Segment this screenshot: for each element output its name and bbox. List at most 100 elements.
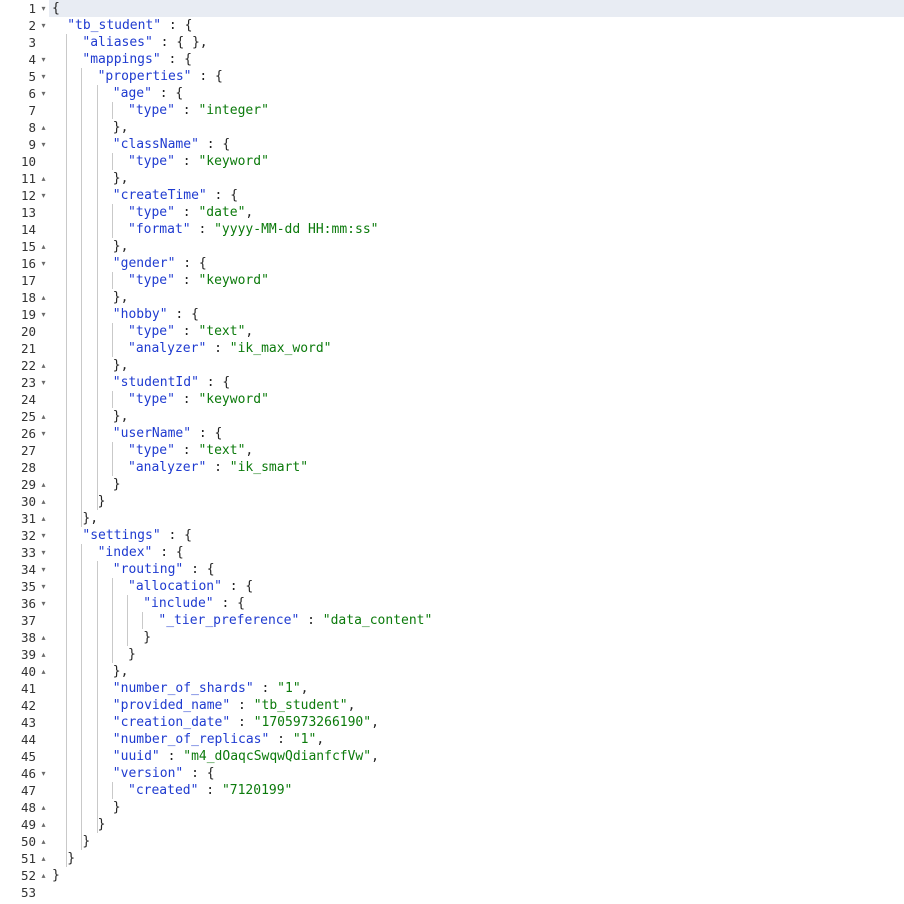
- code-line[interactable]: "createTime" : {: [113, 187, 238, 204]
- code-line[interactable]: }: [98, 493, 106, 510]
- code-line[interactable]: }: [143, 629, 151, 646]
- code-line[interactable]: "analyzer" : "ik_max_word": [128, 340, 332, 357]
- json-key: "provided_name": [112, 698, 231, 713]
- code-area[interactable]: { "tb_student" : {"aliases" : { },"mappin…: [49, 0, 904, 904]
- fold-arrow-up-icon[interactable]: ▴: [41, 871, 46, 880]
- code-line[interactable]: "mappings" : {: [82, 51, 192, 68]
- line-number: 38: [20, 630, 36, 645]
- code-line[interactable]: }: [82, 833, 90, 850]
- fold-arrow-up-icon[interactable]: ▴: [41, 497, 46, 506]
- fold-arrow-down-icon[interactable]: ▾: [41, 4, 46, 13]
- json-string-value: "m4_dOaqcSwqwQdianfcfVw": [183, 749, 372, 764]
- json-punctuation: }: [128, 647, 136, 662]
- code-line[interactable]: "routing" : {: [113, 561, 215, 578]
- code-line[interactable]: },: [113, 119, 129, 136]
- fold-arrow-down-icon[interactable]: ▾: [41, 89, 46, 98]
- code-line[interactable]: {: [52, 0, 60, 17]
- code-line[interactable]: "creation_date" : "1705973266190",: [113, 714, 379, 731]
- fold-arrow-down-icon[interactable]: ▾: [41, 72, 46, 81]
- code-line[interactable]: "version" : {: [113, 765, 215, 782]
- indent-guide: [111, 782, 113, 799]
- fold-arrow-down-icon[interactable]: ▾: [41, 378, 46, 387]
- fold-arrow-down-icon[interactable]: ▾: [41, 599, 46, 608]
- fold-arrow-up-icon[interactable]: ▴: [41, 667, 46, 676]
- fold-arrow-down-icon[interactable]: ▾: [41, 531, 46, 540]
- fold-arrow-down-icon[interactable]: ▾: [41, 769, 46, 778]
- fold-arrow-up-icon[interactable]: ▴: [41, 854, 46, 863]
- code-line[interactable]: "age" : {: [113, 85, 183, 102]
- code-line[interactable]: "created" : "7120199": [128, 782, 292, 799]
- code-line[interactable]: "index" : {: [98, 544, 184, 561]
- fold-arrow-up-icon[interactable]: ▴: [41, 412, 46, 421]
- code-line[interactable]: "type" : "keyword": [128, 272, 269, 289]
- code-line[interactable]: "type" : "integer": [128, 102, 269, 119]
- code-line[interactable]: "type" : "keyword": [128, 391, 269, 408]
- code-line[interactable]: "number_of_replicas" : "1",: [113, 731, 324, 748]
- code-line[interactable]: }: [128, 646, 136, 663]
- json-punctuation: ,: [245, 443, 254, 458]
- code-line[interactable]: "number_of_shards" : "1",: [113, 680, 309, 697]
- code-line[interactable]: "properties" : {: [98, 68, 223, 85]
- code-line[interactable]: }: [113, 799, 121, 816]
- code-line[interactable]: "allocation" : {: [128, 578, 253, 595]
- fold-arrow-down-icon[interactable]: ▾: [41, 140, 46, 149]
- code-line[interactable]: "studentId" : {: [113, 374, 230, 391]
- gutter-row: 19▾: [0, 306, 49, 323]
- code-line[interactable]: },: [113, 238, 129, 255]
- fold-arrow-down-icon[interactable]: ▾: [41, 55, 46, 64]
- code-line[interactable]: "include" : {: [143, 595, 245, 612]
- fold-arrow-up-icon[interactable]: ▴: [41, 361, 46, 370]
- code-line[interactable]: "analyzer" : "ik_smart": [128, 459, 308, 476]
- fold-arrow-up-icon[interactable]: ▴: [41, 820, 46, 829]
- code-line[interactable]: "className" : {: [113, 136, 230, 153]
- fold-arrow-down-icon[interactable]: ▾: [41, 191, 46, 200]
- json-key: "created": [128, 783, 199, 798]
- fold-arrow-up-icon[interactable]: ▴: [41, 480, 46, 489]
- fold-arrow-up-icon[interactable]: ▴: [41, 293, 46, 302]
- fold-arrow-down-icon[interactable]: ▾: [41, 548, 46, 557]
- fold-arrow-up-icon[interactable]: ▴: [41, 837, 46, 846]
- code-line[interactable]: },: [82, 510, 98, 527]
- fold-arrow-up-icon[interactable]: ▴: [41, 242, 46, 251]
- fold-arrow-down-icon[interactable]: ▾: [41, 429, 46, 438]
- code-line[interactable]: "format" : "yyyy-MM-dd HH:mm:ss": [128, 221, 378, 238]
- code-line[interactable]: }: [98, 816, 106, 833]
- code-line[interactable]: "uuid" : "m4_dOaqcSwqwQdianfcfVw",: [113, 748, 379, 765]
- code-line[interactable]: "provided_name" : "tb_student",: [113, 697, 356, 714]
- code-line[interactable]: },: [113, 289, 129, 306]
- json-punctuation: : {: [175, 256, 207, 271]
- fold-arrow-down-icon[interactable]: ▾: [41, 582, 46, 591]
- fold-arrow-down-icon[interactable]: ▾: [41, 259, 46, 268]
- gutter-row: 1▾: [0, 0, 49, 17]
- json-punctuation: },: [82, 511, 99, 526]
- code-line[interactable]: "userName" : {: [113, 425, 223, 442]
- code-line[interactable]: "hobby" : {: [113, 306, 199, 323]
- fold-arrow-up-icon[interactable]: ▴: [41, 650, 46, 659]
- code-line[interactable]: "type" : "text",: [128, 442, 253, 459]
- code-line[interactable]: "_tier_preference" : "data_content": [158, 612, 432, 629]
- code-line[interactable]: },: [113, 170, 129, 187]
- code-line[interactable]: "tb_student" : {: [67, 17, 192, 34]
- indent-guide: [111, 578, 113, 663]
- code-line[interactable]: "aliases" : { },: [82, 34, 207, 51]
- fold-arrow-down-icon[interactable]: ▾: [41, 565, 46, 574]
- code-line[interactable]: },: [113, 663, 129, 680]
- code-line[interactable]: }: [113, 476, 121, 493]
- fold-arrow-up-icon[interactable]: ▴: [41, 633, 46, 642]
- code-line[interactable]: }: [52, 867, 60, 884]
- code-line[interactable]: "settings" : {: [82, 527, 192, 544]
- fold-arrow-up-icon[interactable]: ▴: [41, 123, 46, 132]
- code-line[interactable]: "type" : "date",: [128, 204, 253, 221]
- code-line[interactable]: },: [113, 357, 129, 374]
- fold-arrow-down-icon[interactable]: ▾: [41, 310, 46, 319]
- code-line[interactable]: }: [67, 850, 75, 867]
- fold-arrow-up-icon[interactable]: ▴: [41, 174, 46, 183]
- code-line[interactable]: "type" : "keyword": [128, 153, 269, 170]
- fold-arrow-up-icon[interactable]: ▴: [41, 803, 46, 812]
- fold-arrow-down-icon[interactable]: ▾: [41, 21, 46, 30]
- code-line[interactable]: "gender" : {: [113, 255, 207, 272]
- code-line[interactable]: },: [113, 408, 129, 425]
- fold-arrow-up-icon[interactable]: ▴: [41, 514, 46, 523]
- code-line[interactable]: "type" : "text",: [128, 323, 253, 340]
